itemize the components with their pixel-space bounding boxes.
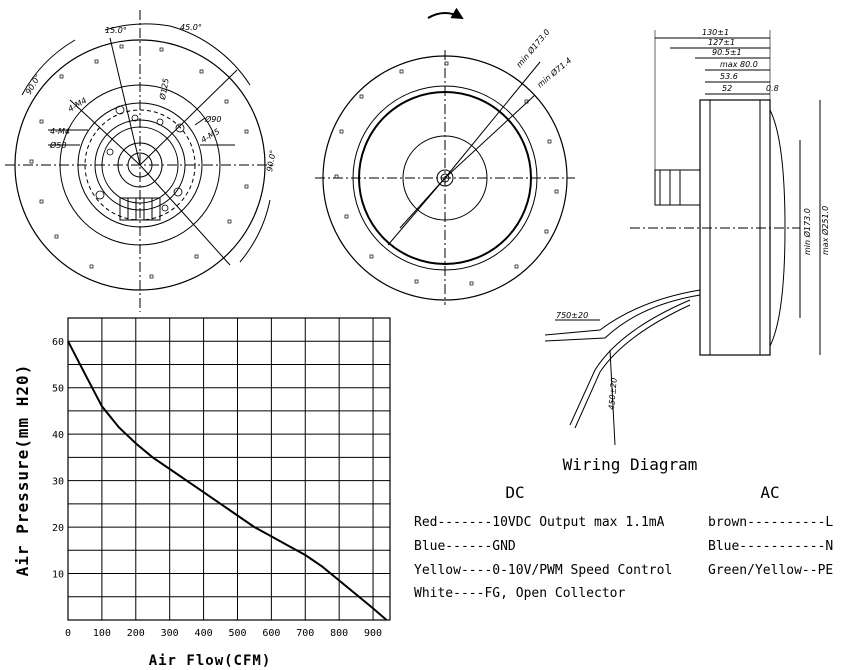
pressure-flow-curve bbox=[67, 340, 388, 621]
x-tick-label: 800 bbox=[330, 628, 348, 639]
dim-90-5: 90.5±1 bbox=[712, 48, 742, 57]
dim-0-8: 0.8 bbox=[766, 84, 779, 93]
ac-green-yellow-line: Green/Yellow--PE bbox=[708, 563, 833, 578]
x-tick-label: 500 bbox=[228, 628, 246, 639]
x-tick-label: 400 bbox=[195, 628, 213, 639]
dim-52: 52 bbox=[722, 84, 732, 93]
y-tick-label: 10 bbox=[52, 570, 64, 581]
ac-title: AC bbox=[760, 483, 779, 502]
wiring-diagram: Wiring Diagram DC AC Red-------10VDC Out… bbox=[414, 455, 833, 601]
d58-label: Ø58 bbox=[49, 140, 66, 150]
angle-15-label: 15.0° bbox=[105, 26, 127, 35]
dim-max-80: max 80.0 bbox=[720, 60, 758, 69]
angle-90-right-label: 90.0° bbox=[265, 149, 278, 172]
x-tick-label: 100 bbox=[93, 628, 111, 639]
impeller-view bbox=[315, 7, 575, 305]
ac-blue-line: Blue-----------N bbox=[708, 539, 833, 554]
front-view-labels: 15.0° 45.0° 90.0° 90.0° 4-M4 4-M4 4-M5 Ø… bbox=[24, 23, 278, 172]
wiring-title: Wiring Diagram bbox=[563, 455, 698, 474]
dc-yellow-line: Yellow----0-10V/PWM Speed Control bbox=[414, 563, 672, 578]
dim-53-6: 53.6 bbox=[720, 72, 738, 81]
x-tick-label: 700 bbox=[296, 628, 314, 639]
height-min-label: min Ø173.0 bbox=[802, 208, 812, 255]
d125-label: Ø125 bbox=[157, 77, 171, 101]
y-tick-label: 40 bbox=[52, 430, 64, 441]
m5-label: 4-M5 bbox=[200, 127, 222, 145]
side-view-labels: 130±1 127±1 90.5±1 max 80.0 53.6 52 0.8 … bbox=[556, 28, 830, 410]
x-tick-label: 900 bbox=[364, 628, 382, 639]
chart-grid bbox=[68, 318, 390, 620]
d90-label: Ø90 bbox=[204, 114, 221, 124]
lead-750-label: 750±20 bbox=[556, 311, 588, 320]
angle-45-label: 45.0° bbox=[180, 23, 202, 32]
impeller-vent-marks bbox=[334, 61, 559, 286]
side-view bbox=[544, 30, 821, 446]
min-d71-label: min Ø71.4 bbox=[535, 55, 573, 89]
x-tick-label: 300 bbox=[161, 628, 179, 639]
dim-127: 127±1 bbox=[708, 38, 735, 47]
dc-red-line: Red-------10VDC Output max 1.1mA bbox=[414, 515, 665, 530]
m4-label-a: 4-M4 bbox=[67, 96, 89, 114]
x-axis-label: Air Flow(CFM) bbox=[149, 653, 272, 669]
m4-label-b: 4-M4 bbox=[50, 127, 70, 136]
height-max-label: max Ø251.0 bbox=[820, 206, 830, 255]
min-d173-label: min Ø173.0 bbox=[514, 27, 552, 69]
angle-90-left-label: 90.0° bbox=[24, 73, 43, 96]
y-tick-label: 50 bbox=[52, 384, 64, 395]
dim-130: 130±1 bbox=[702, 28, 729, 37]
y-tick-label: 30 bbox=[52, 477, 64, 488]
performance-chart: 0 100 200 300 400 500 600 700 800 900 10 20 30 40 50 60… bbox=[13, 317, 391, 669]
impeller-labels: min Ø173.0 min Ø71.4 bbox=[514, 27, 573, 90]
x-tick-label: 600 bbox=[262, 628, 280, 639]
chart-frame bbox=[67, 317, 391, 621]
lead-450-label: 450±20 bbox=[607, 377, 619, 410]
front-view bbox=[5, 10, 275, 312]
x-tick-label: 0 bbox=[65, 628, 71, 639]
front-vent-marks bbox=[29, 44, 249, 279]
ac-brown-line: brown----------L bbox=[708, 515, 833, 530]
chart-ticks: 0 100 200 300 400 500 600 700 800 900 10 20 30 40 50 60 bbox=[52, 337, 382, 639]
dc-white-line: White----FG, Open Collector bbox=[414, 586, 625, 601]
dc-blue-line: Blue------GND bbox=[414, 539, 516, 554]
y-tick-label: 60 bbox=[52, 337, 64, 348]
dc-title: DC bbox=[505, 483, 524, 502]
y-tick-label: 20 bbox=[52, 523, 64, 534]
y-axis-label: Air Pressure(mm H20) bbox=[13, 364, 32, 577]
x-tick-label: 200 bbox=[127, 628, 145, 639]
